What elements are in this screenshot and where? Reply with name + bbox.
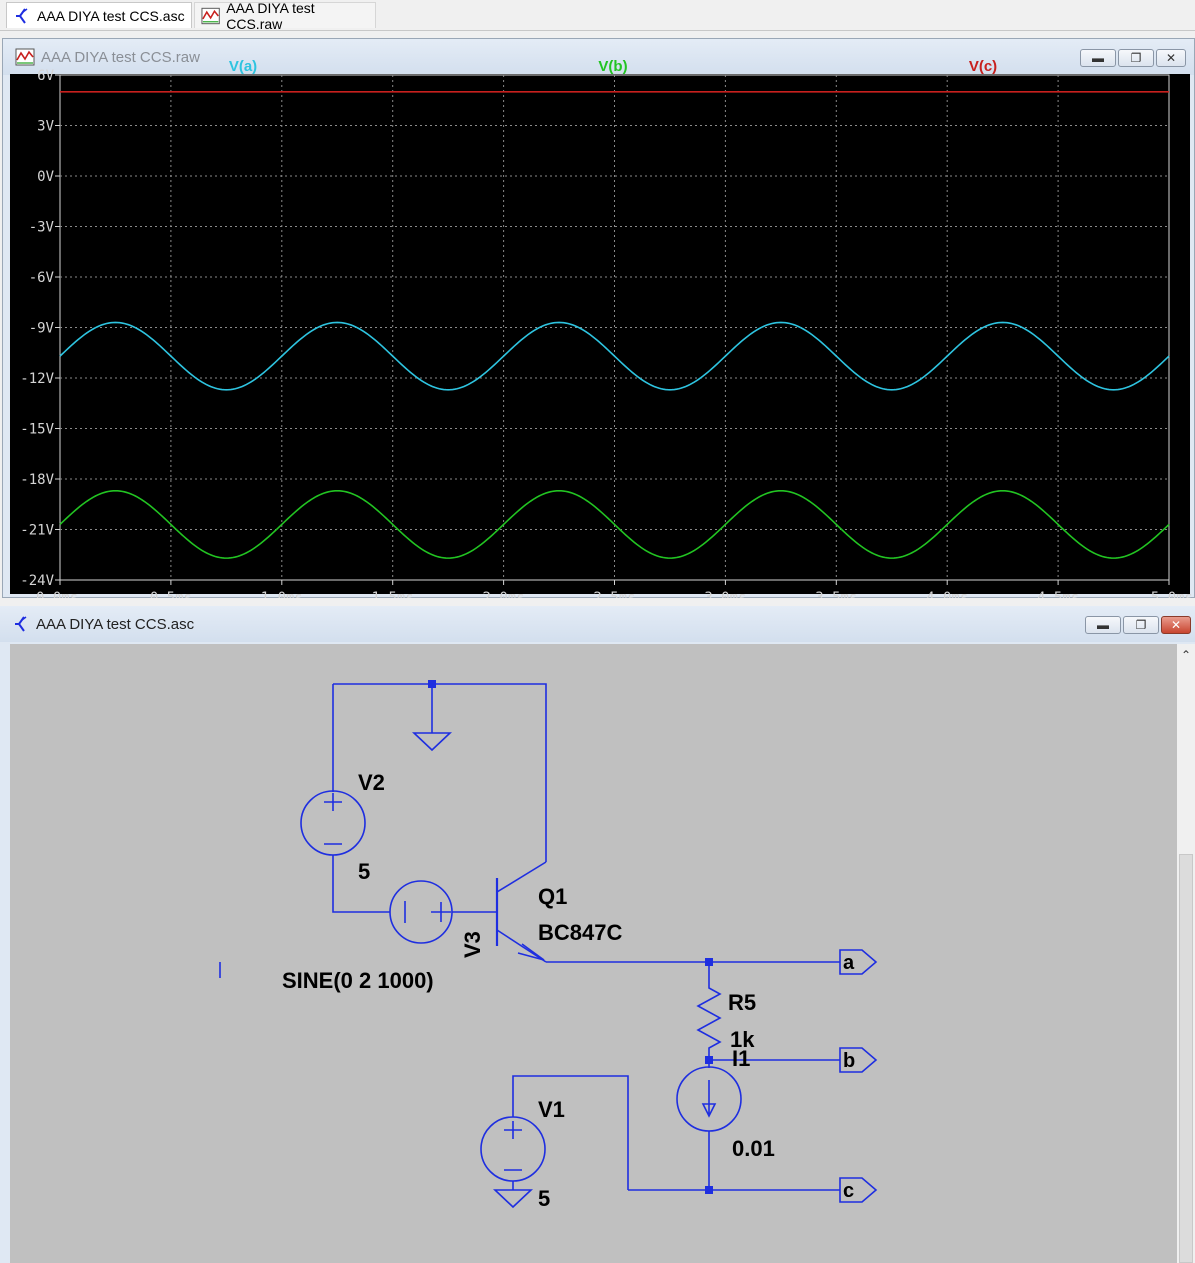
plot-grid xyxy=(60,75,1169,580)
legend-entry[interactable]: V(c) xyxy=(969,58,997,75)
tab-label: AAA DIYA test CCS.asc xyxy=(37,7,185,24)
y-tick-label: -3V xyxy=(29,220,55,236)
tab-label: AAA DIYA test CCS.raw xyxy=(226,0,315,32)
x-tick-label: 0.5ms xyxy=(150,590,192,598)
close-button[interactable]: ✕ xyxy=(1161,616,1191,634)
minimize-icon: ▬ xyxy=(1097,618,1109,632)
y-tick-label: -24V xyxy=(20,573,54,589)
schematic-icon xyxy=(16,7,28,24)
close-icon: ✕ xyxy=(1170,618,1182,632)
x-tick-label: 0.0ms xyxy=(36,590,78,598)
waveform-window-titlebar[interactable]: AAA DIYA test CCS.raw xyxy=(3,39,1194,75)
tab-schematic[interactable]: AAA DIYA test CCS.asc xyxy=(6,2,192,28)
x-tick-label: 2.0ms xyxy=(483,590,525,598)
waveform-icon xyxy=(201,7,220,24)
plot-traces xyxy=(59,91,1170,559)
restore-button[interactable]: ❐ xyxy=(1118,49,1154,67)
tab-waveform[interactable]: AAA DIYA test CCS.raw xyxy=(194,0,376,32)
minimize-button[interactable]: ▬ xyxy=(1085,616,1121,634)
window-controls: ▬ ❐ ✕ xyxy=(1080,49,1186,67)
y-tick-label: -15V xyxy=(20,422,54,438)
legend-entry[interactable]: V(b) xyxy=(598,58,627,75)
close-button[interactable]: ✕ xyxy=(1156,49,1186,67)
y-tick-label: -21V xyxy=(20,523,54,539)
restore-icon: ❐ xyxy=(1130,51,1142,65)
x-tick-label: 5.0ms xyxy=(1151,590,1193,598)
x-tick-label: 3.0ms xyxy=(704,590,746,598)
y-tick-label: 0V xyxy=(37,169,54,185)
y-tick-label: 6V xyxy=(37,68,54,84)
y-tick-label: -9V xyxy=(29,321,55,337)
axis-ticks: 0.0ms 0.5ms 1.0ms 1.5ms 2.0ms 2.5ms 3.0ms 3.5ms… xyxy=(20,68,1193,598)
window-title: AAA DIYA test CCS.raw xyxy=(41,48,200,66)
x-tick-label: 1.5ms xyxy=(372,590,414,598)
x-tick-label: 4.5ms xyxy=(1037,590,1079,598)
window-controls: ▬ ❐ ✕ xyxy=(1085,616,1191,634)
document-tab-bar: AAA DIYA test CCS.asc AAA DIYA test CCS.… xyxy=(0,0,1195,32)
restore-icon: ❐ xyxy=(1135,618,1147,632)
minimize-icon: ▬ xyxy=(1092,51,1104,65)
restore-button[interactable]: ❐ xyxy=(1123,616,1159,634)
trace-va[interactable] xyxy=(59,321,1170,391)
close-icon: ✕ xyxy=(1165,51,1177,65)
schematic-canvas[interactable] xyxy=(10,644,1177,1263)
minimize-button[interactable]: ▬ xyxy=(1080,49,1116,67)
window-title: AAA DIYA test CCS.asc xyxy=(36,615,195,633)
x-tick-label: 3.5ms xyxy=(815,590,857,598)
scroll-up-icon[interactable]: ⌃ xyxy=(1180,648,1192,662)
schematic-icon xyxy=(15,616,27,632)
y-tick-label: -12V xyxy=(20,371,54,387)
scrollbar-thumb[interactable] xyxy=(1179,854,1193,1263)
legend-entry[interactable]: V(a) xyxy=(229,58,257,75)
x-tick-label: 4.0ms xyxy=(926,590,968,598)
x-tick-label: 2.5ms xyxy=(593,590,635,598)
y-tick-label: -6V xyxy=(29,270,55,286)
waveform-icon xyxy=(15,48,35,66)
x-tick-label: 1.0ms xyxy=(261,590,303,598)
y-tick-label: -18V xyxy=(20,472,54,488)
trace-vb[interactable] xyxy=(59,489,1170,559)
vertical-scrollbar[interactable]: ⌃ xyxy=(1177,644,1195,1263)
schematic-window-titlebar[interactable]: AAA DIYA test CCS.asc xyxy=(0,606,1195,642)
plot-background xyxy=(10,74,1190,594)
y-tick-label: 3V xyxy=(37,119,54,135)
plot-legend: V(a) V(b) V(c) xyxy=(229,58,997,75)
waveform-plot[interactable]: 0.0ms 0.5ms 1.0ms 1.5ms 2.0ms 2.5ms 3.0ms 3.5ms… xyxy=(0,38,1195,598)
